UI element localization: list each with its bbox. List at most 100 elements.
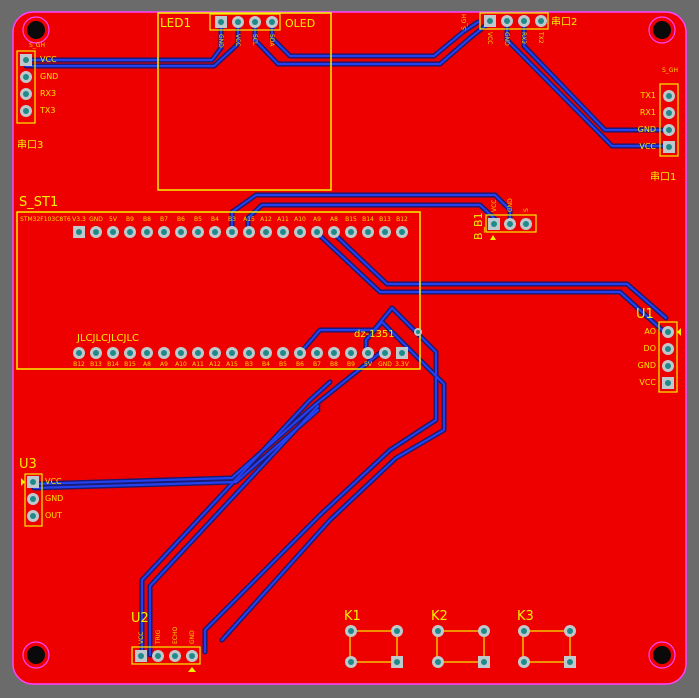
pin-pad [432, 625, 444, 637]
led1-ref: LED1 [160, 16, 191, 30]
pin-label: VCC [40, 55, 57, 64]
pin-pad [662, 377, 674, 389]
pin-pad [564, 625, 576, 637]
mcu-top-pins [73, 226, 408, 238]
pin-pad [124, 347, 136, 359]
pin-pad [294, 226, 306, 238]
pin-pad [663, 124, 675, 136]
pin-pad [152, 650, 164, 662]
pin-pad [518, 625, 530, 637]
bb1-pins [488, 218, 532, 230]
pin-label: STM32F103C8T6 [20, 216, 71, 223]
u3-pin-labels: VCC GND OUT [45, 477, 63, 520]
pin-label: A11 [277, 216, 289, 223]
pin-pad [391, 625, 403, 637]
pin-pad [186, 650, 198, 662]
pin-pad [662, 343, 674, 355]
pin-label: B13 [90, 361, 102, 368]
pin-pad [478, 656, 490, 668]
pin-label: GND [378, 361, 392, 368]
pin-pad [215, 16, 227, 28]
mcu-part-label: dz-1351 [354, 329, 395, 340]
uart1-ref: 串口1 [650, 171, 676, 183]
pin-label: B9 [347, 361, 355, 368]
pin-label: A10 [175, 361, 187, 368]
pin-pad [564, 656, 576, 668]
pin-pad [663, 90, 675, 102]
pin-pad [73, 226, 85, 238]
pin-pad [362, 347, 374, 359]
pin-label: S [523, 208, 530, 212]
pin-pad [175, 226, 187, 238]
pin-label: GND [189, 630, 196, 644]
pin-label: A12 [260, 216, 272, 223]
pin-label: GND [503, 32, 510, 46]
pin-label: VCC [639, 142, 656, 151]
pin-label: A15 [243, 216, 255, 223]
pin-pad [294, 347, 306, 359]
pin-label: 3.3V [395, 361, 410, 368]
led1-value: OLED [285, 17, 315, 30]
pin-pad [277, 347, 289, 359]
pin-label: GND [45, 494, 63, 503]
pin-label: B14 [107, 361, 119, 368]
pin-label: A8 [330, 216, 338, 223]
pin-pad [396, 226, 408, 238]
pin-label: B7 [160, 216, 168, 223]
pin-label: B3 [245, 361, 253, 368]
key-ref: K3 [517, 609, 534, 624]
pin-label: TRIG [155, 629, 162, 645]
pin-pad [662, 360, 674, 372]
pin-pad [209, 226, 221, 238]
mcu-ref: S_ST1 [19, 195, 58, 210]
pin-pad [73, 347, 85, 359]
u2-ref: U2 [131, 611, 149, 626]
pin-pad [328, 347, 340, 359]
pin-pad [107, 347, 119, 359]
pin-label: OUT [45, 511, 62, 520]
pin-label: B7 [313, 361, 321, 368]
pin-pad [345, 656, 357, 668]
pin-pad [396, 347, 408, 359]
mcu-silk-label: JLCJLCJLCJLC [76, 333, 139, 344]
uart3-pins [20, 54, 32, 117]
pin-pad [243, 226, 255, 238]
uart2-header-label: S_GH [461, 14, 468, 30]
mcu-module: S_ST1 JLCJLCJLCJLC dz-1351 STM32F103C8T6… [16, 195, 422, 370]
u3-ref: U3 [19, 457, 37, 472]
traces [23, 19, 671, 658]
pin-pad [362, 226, 374, 238]
pin-label: B8 [143, 216, 151, 223]
pin-label: A11 [192, 361, 204, 368]
pin-label: B6 [296, 361, 304, 368]
pin-label: GND [217, 34, 224, 48]
pin-label: B12 [73, 361, 85, 368]
pin-label: VCC [45, 477, 62, 486]
pin-pad [90, 226, 102, 238]
key-ref: K1 [344, 609, 361, 624]
pin-label: A9 [160, 361, 168, 368]
pin-pad [232, 16, 244, 28]
pin-pad [20, 71, 32, 83]
pin-pad [345, 347, 357, 359]
pin-pad [124, 226, 136, 238]
pin-label: AO [644, 327, 656, 336]
pin-pad [504, 218, 516, 230]
pin-pad [20, 105, 32, 117]
pin-pad [518, 656, 530, 668]
pin-pad [192, 226, 204, 238]
pin-pad [27, 510, 39, 522]
pin-pad [518, 15, 530, 27]
uart3-header-label: S_GH [29, 42, 45, 49]
pin-label: B15 [345, 216, 357, 223]
